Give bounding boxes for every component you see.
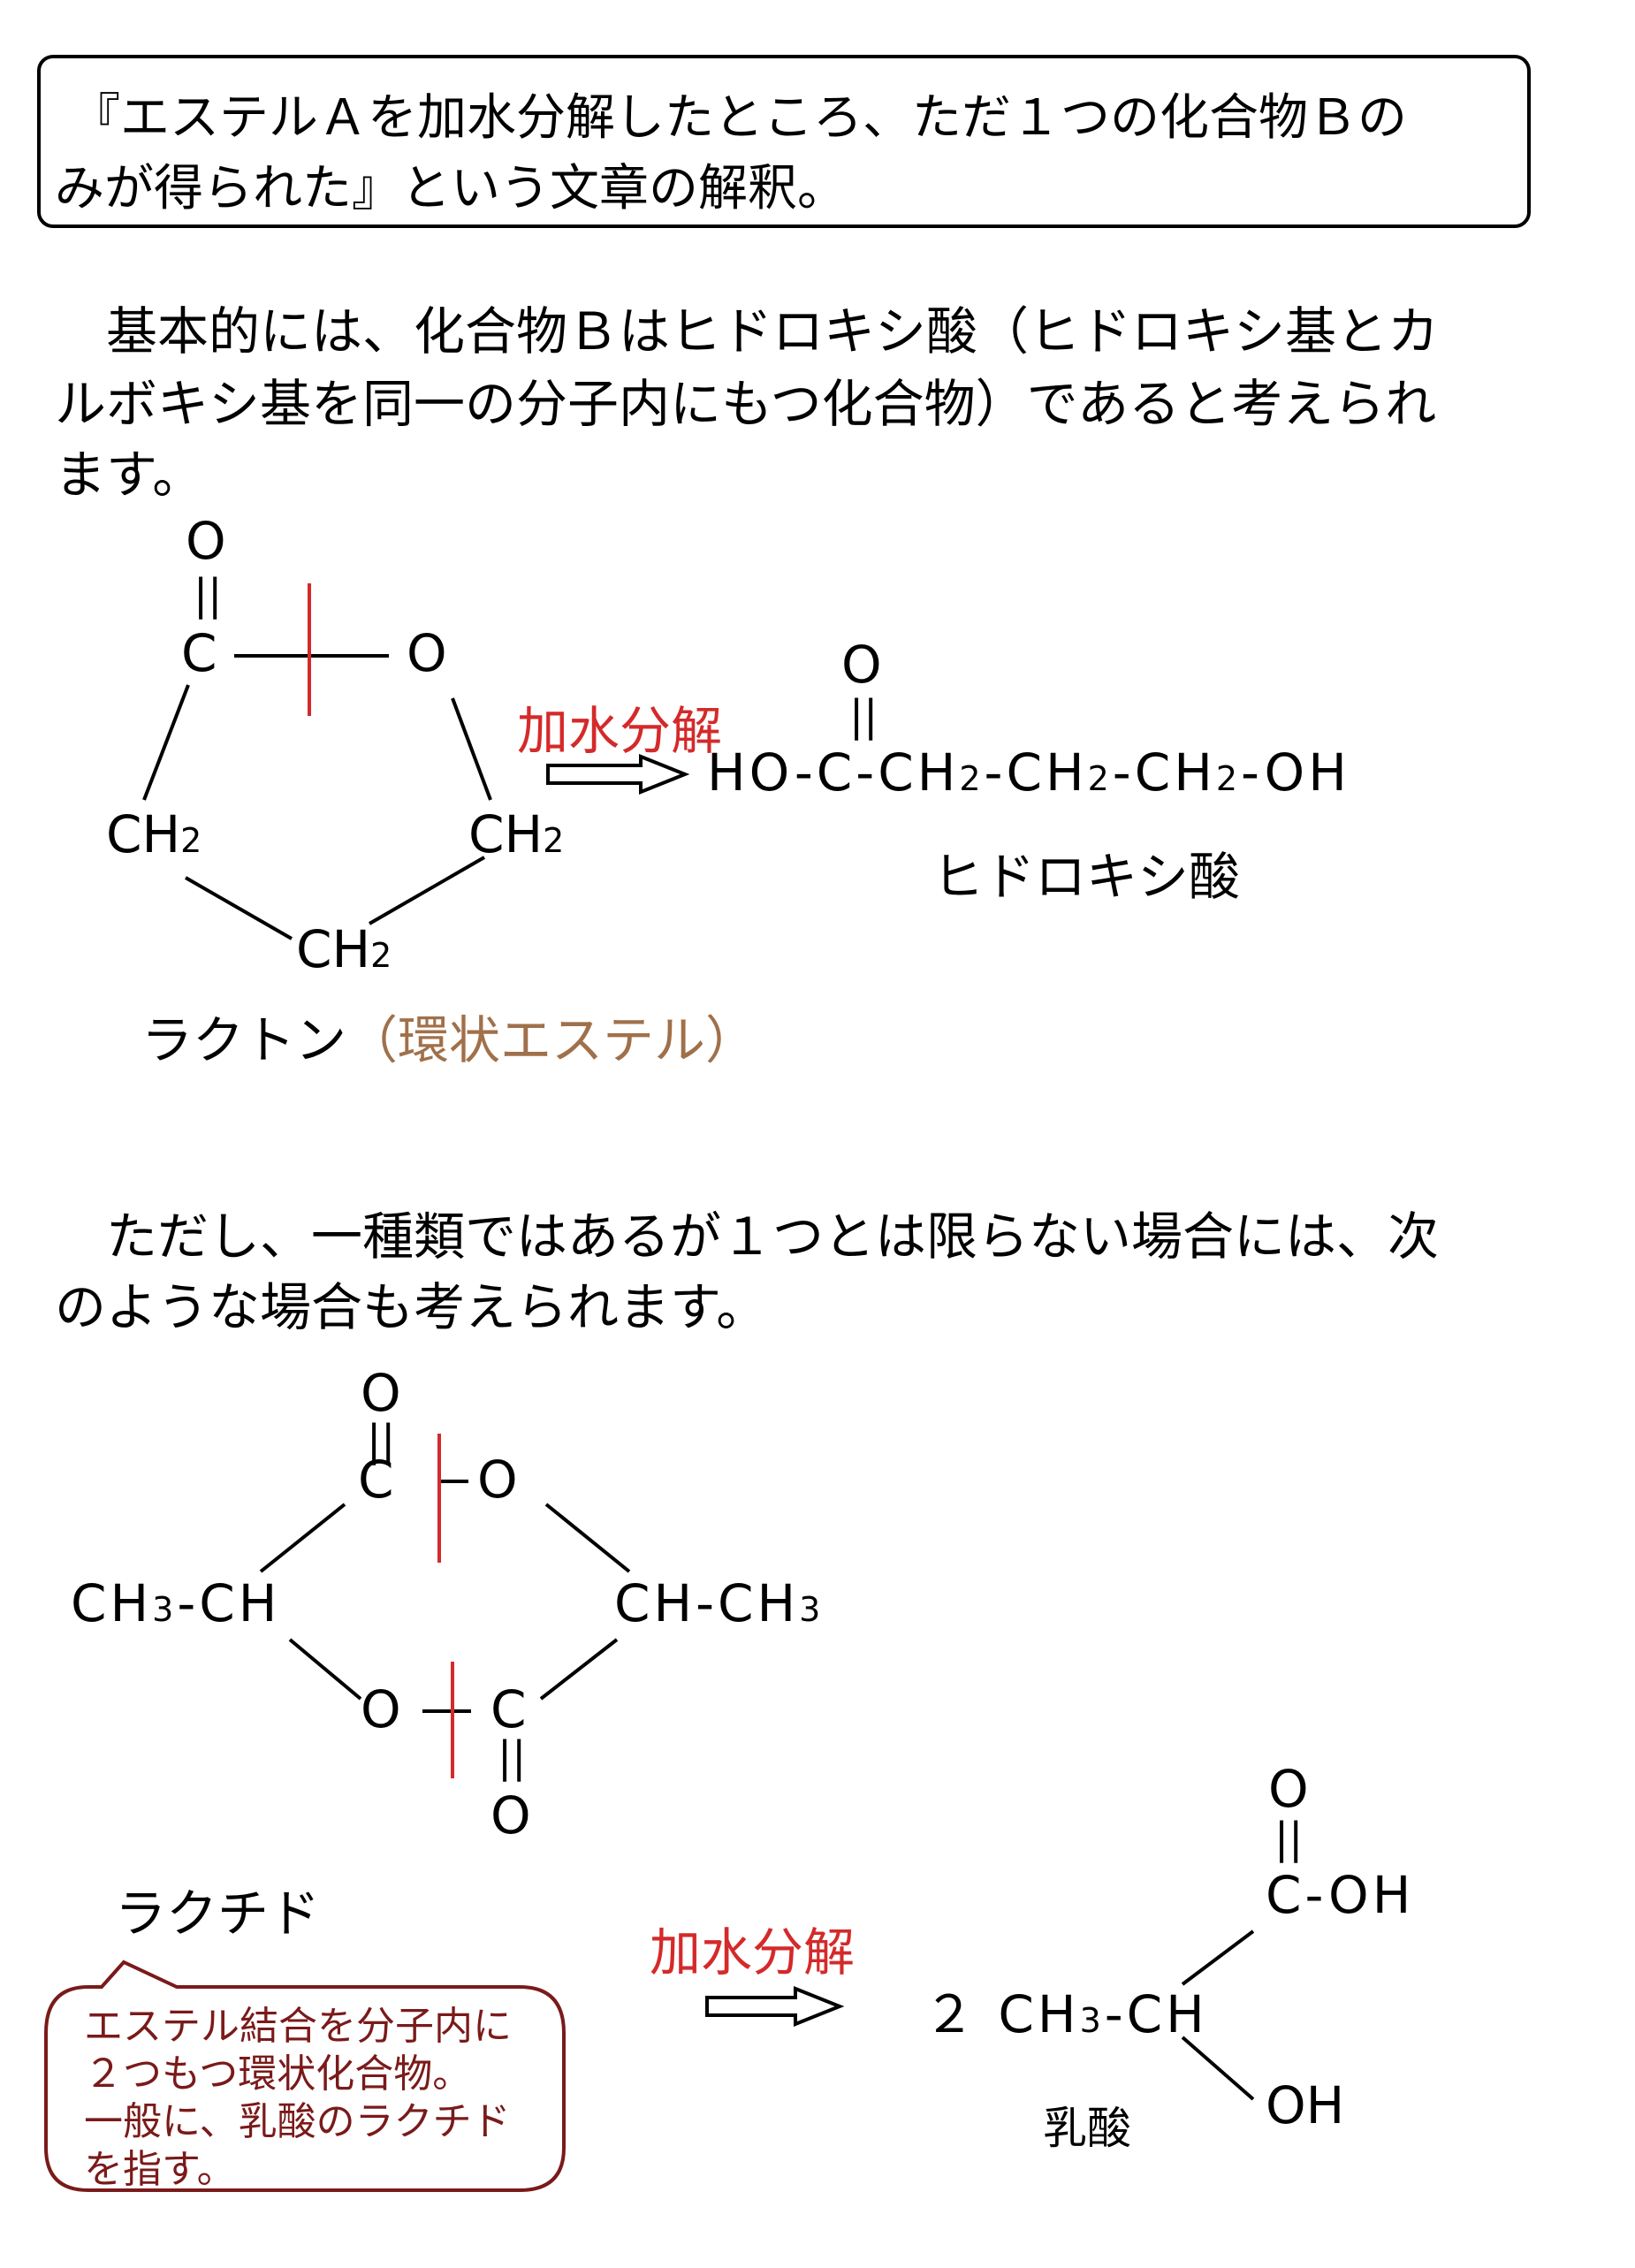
callout-bubble <box>44 1960 566 2192</box>
lactic-acid-name: 乳酸 <box>1043 2103 1131 2154</box>
lactide-bond-c-ch-left <box>259 1503 346 1573</box>
intro-line-2: みが得られた』という文章の解釈。 <box>55 160 847 217</box>
para1-line-2: ルボキシ基を同一の分子内にもつ化合物）であると考えられ <box>55 374 1437 434</box>
lactic-acid-hydroxyl: OH <box>1266 2075 1345 2135</box>
hydrolysis-arrow-1 <box>546 754 690 795</box>
callout-line-4: を指す。 <box>84 2147 236 2192</box>
lactide-top-double-bond: || <box>367 1416 396 1465</box>
hydrolysis-arrow-2 <box>705 1986 845 2027</box>
lactide-bond-ch-c-right <box>539 1638 619 1701</box>
lactide-bottom-ring-o: O <box>361 1679 401 1739</box>
callout-line-1: エステル結合を分子内に <box>84 2004 512 2049</box>
para1-line-3: ます。 <box>55 445 204 505</box>
lactic-acid-main-chain: ２ CH3-CH <box>924 1984 1208 2044</box>
lactic-bond-ch-cooh <box>1181 1929 1255 1986</box>
lactone-ring-o: O <box>407 623 447 683</box>
lactic-acid-double-bond: || <box>1274 1814 1304 1863</box>
lactide-top-carbon: C <box>358 1450 394 1510</box>
lactic-acid-carboxyl: C-OH <box>1266 1865 1415 1925</box>
hydrolysis-label-2: 加水分解 <box>650 1922 856 1983</box>
intro-line-1: 『エステルＡを加水分解したところ、ただ１つの化合物Ｂの <box>71 89 1407 147</box>
intro-box <box>37 55 1531 228</box>
lactide-bottom-carbonyl-o: O <box>490 1785 531 1846</box>
lactic-bond-ch-oh <box>1181 2036 1255 2101</box>
lactide-bottom-carbon: C <box>490 1679 527 1739</box>
lactone-ch2-right: CH2 <box>468 804 565 864</box>
lactide-top-ring-o: O <box>477 1450 518 1510</box>
lactide-top-carbonyl-o: O <box>361 1363 401 1423</box>
lactide-left-group: CH3-CH <box>71 1573 281 1633</box>
lactide-name: ラクチド <box>115 1884 321 1944</box>
lactone-ch2-bottom: CH2 <box>296 919 392 979</box>
hydroxy-acid-formula: HO-C-CH2-CH2-CH2-OH <box>707 742 1350 803</box>
lactone-type: （環状エステル） <box>346 1010 757 1070</box>
para2-line-1: ただし、一種類ではあるが１つとは限らない場合には、次 <box>106 1206 1440 1267</box>
lactic-acid-carbonyl-o: O <box>1268 1759 1309 1819</box>
lactide-bond-ch-o-left <box>288 1638 362 1701</box>
hydroxy-acid-double-bond: || <box>849 691 878 741</box>
hydroxy-acid-carbonyl-o: O <box>841 635 882 695</box>
callout-line-2: ２つもつ環状化合物。 <box>84 2051 472 2097</box>
lactone-carbonyl-o: O <box>186 511 226 571</box>
lactide-bottom-double-bond: || <box>498 1732 527 1782</box>
lactone-bond-c-ch2 <box>142 684 190 801</box>
para1-line-1: 基本的には、化合物Ｂはヒドロキシ酸（ヒドロキシ基とカ <box>106 301 1440 362</box>
hydrolysis-label-1: 加水分解 <box>517 701 723 761</box>
lactide-bond-o-ch-right <box>544 1503 631 1573</box>
lactone-carbon: C <box>181 623 217 683</box>
para2-line-2: のような場合も考えられます。 <box>55 1277 768 1337</box>
lactone-caption: ラクトン（環状エステル） <box>141 999 757 1073</box>
callout-line-3: 一般に、乳酸のラクチド <box>84 2099 511 2144</box>
hydroxy-acid-name: ヒドロキシ酸 <box>932 847 1241 907</box>
lactide-right-group: CH-CH3 <box>614 1573 825 1633</box>
lactone-double-bond: || <box>194 570 223 620</box>
lactone-bond-ch2-ch2-left <box>185 876 293 940</box>
lactone-name: ラクトン <box>141 1010 347 1070</box>
lactone-ch2-left: CH2 <box>106 804 202 864</box>
lactone-bond-ch2-ch2-right <box>369 856 485 925</box>
lactone-bond-o-ch2 <box>451 697 492 801</box>
